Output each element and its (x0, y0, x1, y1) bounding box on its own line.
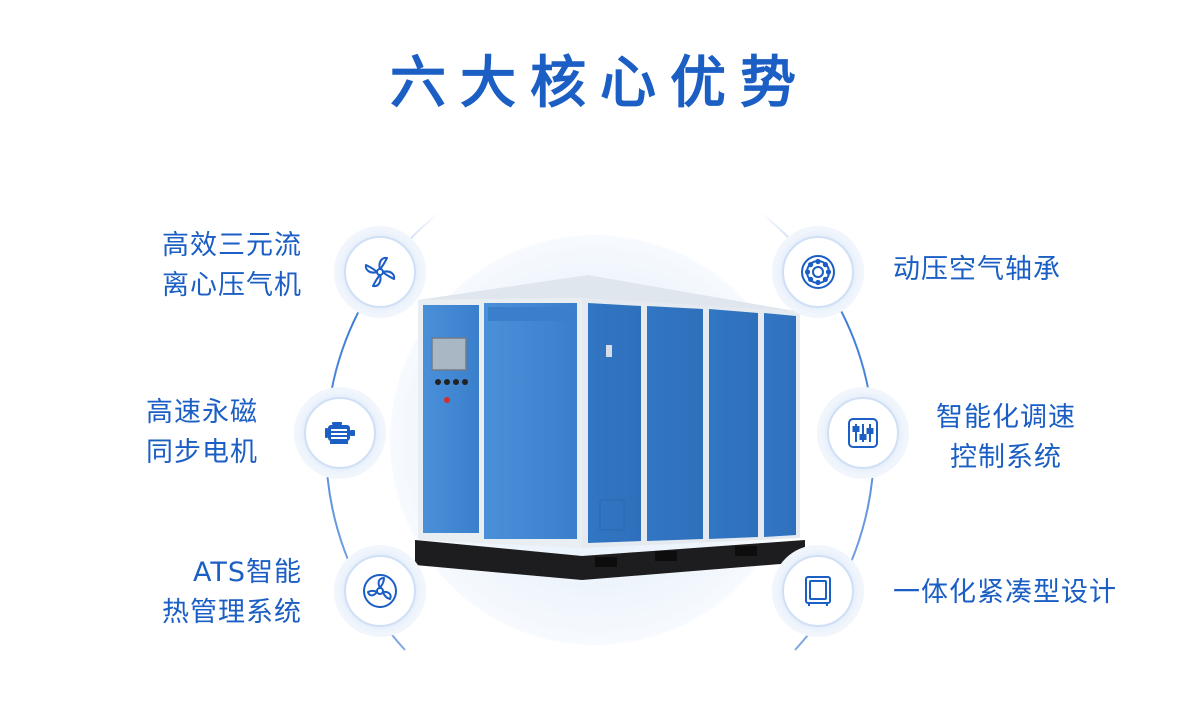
feature-label-line: 高效三元流 (162, 230, 302, 261)
feature-label-motor: 高速永磁 同步电机 (146, 393, 258, 473)
feature-label-line: ATS智能 (192, 557, 302, 588)
feature-label-ventilation: ATS智能 热管理系统 (162, 553, 302, 633)
feature-label-line: 离心压气机 (162, 270, 302, 301)
feature-label-control: 智能化调速 控制系统 (936, 398, 1076, 478)
feature-badge-turbine (334, 226, 426, 318)
feature-label-line: 热管理系统 (162, 597, 302, 628)
feature-label-line: 一体化紧凑型设计 (893, 577, 1117, 608)
feature-label-turbine: 高效三元流 离心压气机 (162, 226, 302, 306)
feature-badge-bearing (772, 226, 864, 318)
feature-badge-cabinet (772, 545, 864, 637)
feature-label-cabinet: 一体化紧凑型设计 (893, 573, 1117, 613)
feature-label-line: 动压空气轴承 (893, 254, 1061, 285)
feature-label-line: 控制系统 (950, 442, 1062, 473)
feature-badge-motor (294, 387, 386, 479)
machine-side-panel (484, 303, 577, 539)
feature-badge-ventilation (334, 545, 426, 637)
control-sliders-icon (848, 418, 878, 448)
ventilation-fan-icon (363, 574, 397, 608)
feature-label-line: 高速永磁 (146, 397, 258, 428)
air-compressor-machine (415, 275, 805, 580)
turbine-fan-icon (364, 256, 396, 288)
feature-label-line: 智能化调速 (936, 402, 1076, 433)
compact-cabinet-icon (805, 576, 831, 606)
feature-label-bearing: 动压空气轴承 (893, 250, 1061, 290)
electric-motor-icon (325, 422, 355, 444)
feature-badge-control (817, 387, 909, 479)
feature-label-line: 同步电机 (146, 437, 258, 468)
bearing-icon (801, 255, 835, 289)
machine-screen (431, 337, 467, 371)
page-title: 六大核心优势 (390, 51, 810, 116)
